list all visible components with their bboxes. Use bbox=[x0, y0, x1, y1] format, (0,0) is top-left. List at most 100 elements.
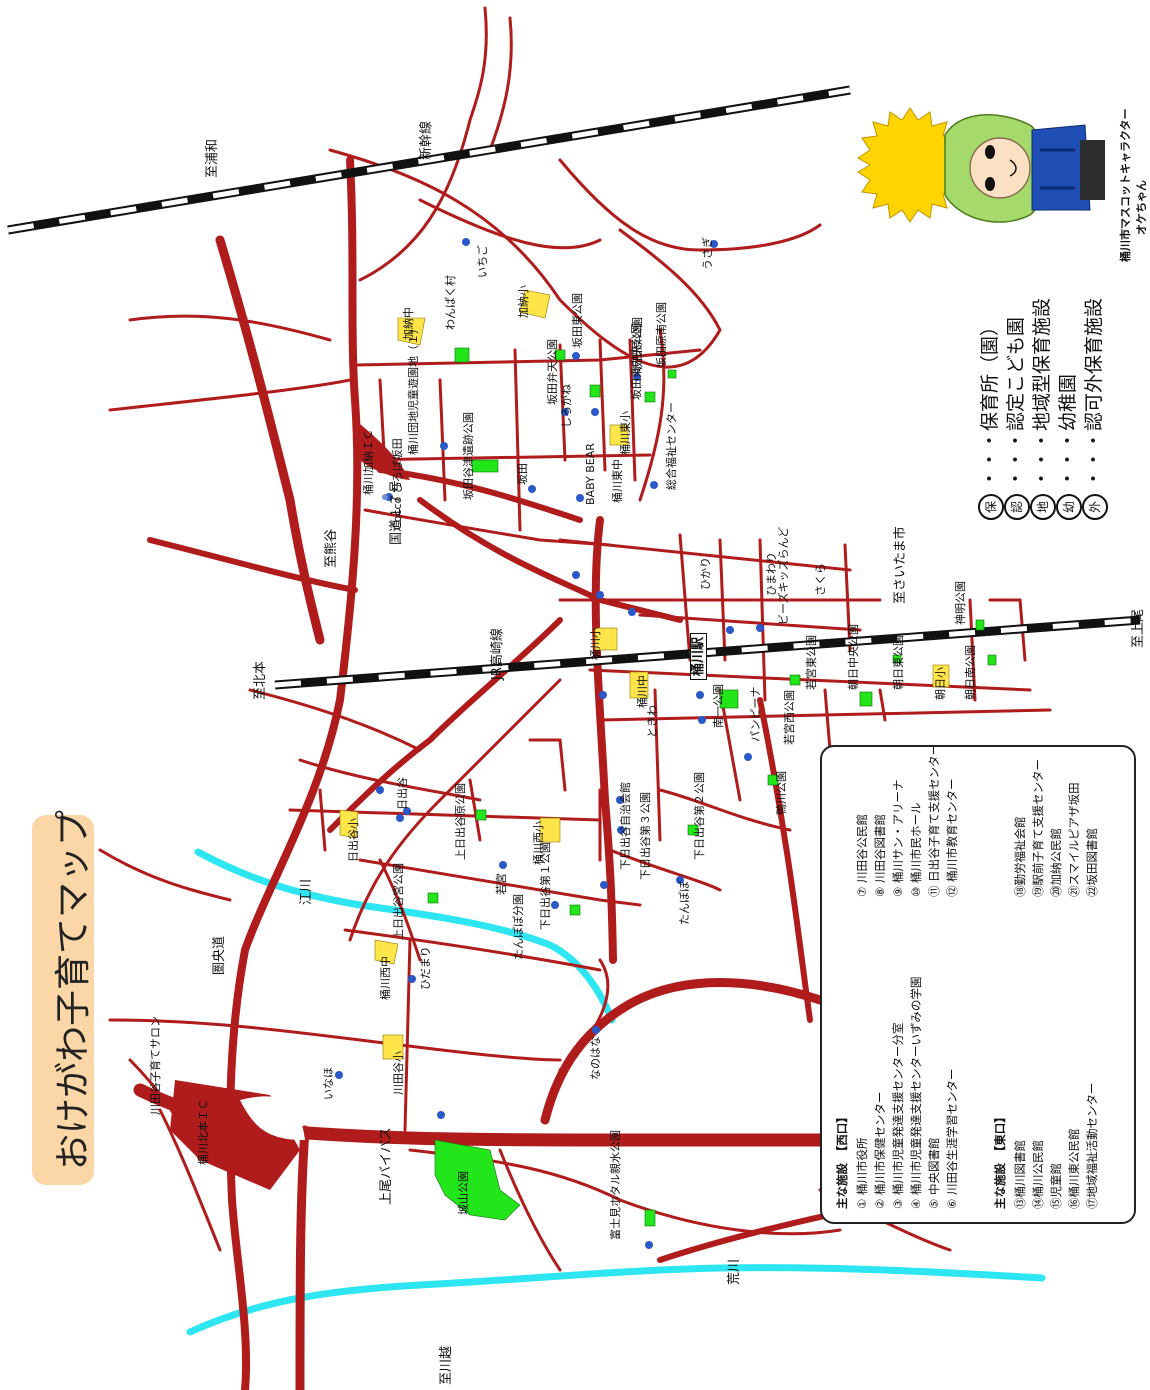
facility-list-item: ⑯桶川東公民館 bbox=[1067, 1128, 1081, 1210]
facility-label: 坂田谷津遺跡公園 bbox=[462, 412, 475, 500]
mascot-caption-name: オケちゃん bbox=[1135, 180, 1148, 235]
facility-label: 桶川東小 bbox=[619, 411, 632, 455]
legend-item-kindergarten: 幼・・・幼稚園 bbox=[1053, 374, 1082, 520]
facility-label: 坂田東公園 bbox=[571, 293, 584, 348]
facility-label: 若宮西公園 bbox=[783, 690, 796, 745]
east-heading: 主な施設 【東口】 bbox=[993, 1111, 1007, 1209]
facility-label: ビーズキッズらんど bbox=[777, 526, 790, 625]
legend-text: ・・・保育所（園） bbox=[979, 316, 1001, 488]
facility-label: ひまわり bbox=[765, 552, 778, 596]
takasaki-line-label: JR高崎線 bbox=[490, 628, 505, 680]
facility-label: 上日出谷原公園 bbox=[454, 783, 467, 860]
legend-item-community: 地・・・地域型保育施設 bbox=[1027, 298, 1056, 520]
legend-item-nursery: 保・・・保育所（園） bbox=[975, 317, 1004, 520]
direction-saitama: 至さいたま市 bbox=[893, 526, 908, 604]
legend-symbol: 地 bbox=[1029, 494, 1056, 520]
facility-label: 桶川団地児童遊園地（１） bbox=[407, 323, 420, 455]
direction-ageo: 至上尾 bbox=[1131, 608, 1146, 648]
interchanges bbox=[170, 420, 410, 1190]
facility-label: 南一公園 bbox=[712, 684, 725, 728]
facility-list-item: ⑤ 中央図書館 bbox=[927, 1137, 941, 1209]
facility-list-item: ⑧ 川田谷図書館 bbox=[873, 814, 887, 897]
legend-item-unlicensed: 外 ・・・認可外保育施設 bbox=[1079, 298, 1108, 520]
facility-label: 桶川小 bbox=[589, 627, 602, 660]
facility-label: 下日出谷第２公園 bbox=[693, 772, 706, 860]
facility-label: さくら bbox=[814, 563, 827, 596]
ageo-bypass-label: 上尾バイパス bbox=[379, 1127, 394, 1205]
ageo-bypass-road bbox=[295, 978, 825, 1390]
direction-urawa: 至浦和 bbox=[205, 138, 220, 178]
legend-item-kodomoen: 認・・・認定こども園 bbox=[1001, 317, 1030, 520]
facility-list-item: ⑥ 川田谷生涯学習センター bbox=[945, 1068, 959, 1209]
facility-label: 坂田原南公園 bbox=[655, 302, 668, 368]
facility-label: うさぎ bbox=[701, 237, 714, 270]
facility-list-item: ⑫ 桶川市教育センター bbox=[945, 778, 959, 897]
legend-symbol: 外 bbox=[1081, 494, 1108, 520]
facility-list-item: ⑩ 桶川市民ホール bbox=[909, 802, 923, 897]
kitamoto-ic-label: 桶川北本ＩＣ bbox=[197, 1099, 210, 1165]
title-background bbox=[32, 815, 94, 1185]
parks bbox=[427, 347, 997, 1227]
facility-list-item: ⑨ 桶川サン・アリーナ bbox=[891, 779, 905, 897]
facility-label: 若宮東公園 bbox=[805, 635, 818, 690]
facility-label: パンピーナ bbox=[749, 686, 762, 742]
shiroyama-park bbox=[434, 1139, 521, 1221]
facility-label: 坂田 bbox=[516, 463, 529, 485]
egawa-label: 江川 bbox=[299, 878, 314, 905]
facility-label: いなほ bbox=[322, 1067, 335, 1100]
main-roads bbox=[133, 156, 953, 1390]
facility-list-item: ㉒坂田図書館 bbox=[1085, 828, 1099, 897]
facility-list-item: ③ 桶川市児童発達支援センター分室 bbox=[891, 1022, 905, 1209]
west-heading: 主な施設 【西口】 bbox=[835, 1111, 849, 1209]
mascot-illustration bbox=[857, 107, 1105, 223]
facility-label: ときわ bbox=[646, 705, 659, 738]
direction-kumagaya: 至熊谷 bbox=[324, 528, 339, 568]
facility-label: わんぱく村 bbox=[444, 275, 457, 330]
facility-label: 朝日小 bbox=[934, 667, 947, 700]
okegawa-station-label: 桶川駅 bbox=[690, 632, 707, 680]
mascot-caption-title: 桶川市マスコットキャラクター bbox=[1119, 108, 1132, 262]
direction-kawagoe: 至川越 bbox=[439, 1345, 454, 1385]
facility-list-item: ② 桶川市保健センター bbox=[873, 1091, 887, 1209]
facility-label: 桶川中 bbox=[636, 675, 649, 708]
arakawa-label: 荒川 bbox=[727, 1258, 742, 1285]
facility-label: 川田谷子育てサロン bbox=[149, 1016, 162, 1115]
facility-label: 加納小 bbox=[517, 285, 530, 318]
facility-label: 坂田原公園 bbox=[631, 317, 644, 372]
legend-symbol: 幼 bbox=[1055, 494, 1082, 520]
facility-label: 上日出谷宮公園 bbox=[392, 863, 405, 940]
facility-list-item: ⑰地域福祉活動センター bbox=[1085, 1082, 1099, 1210]
railways bbox=[7, 85, 1141, 690]
facility-label: 坂田弁天公園 bbox=[546, 339, 559, 405]
facility-label: いちご bbox=[476, 245, 489, 278]
shinkansen-label: 新幹線 bbox=[419, 120, 434, 160]
facility-label: 川田谷小 bbox=[392, 1051, 405, 1095]
page-title: おけがわ子育てマップ bbox=[53, 809, 94, 1170]
facility-label: 総合福祉センター bbox=[665, 402, 678, 490]
facility-label: ひだまり bbox=[419, 946, 432, 990]
facility-label: しろがね bbox=[560, 384, 573, 428]
facility-label: 下日出谷第３公園 bbox=[639, 792, 652, 880]
facility-label: 朝日中央公園 bbox=[847, 624, 860, 690]
kenou-label: 圏央道 bbox=[212, 935, 227, 975]
route17-road bbox=[226, 156, 362, 1390]
legend-text: ・・・認定こども園 bbox=[1005, 316, 1027, 488]
facility-dots bbox=[335, 238, 764, 1249]
facility-list-item: ⑬桶川図書館 bbox=[1013, 1140, 1027, 1209]
facility-label: たんぽぽ bbox=[678, 881, 691, 925]
main-facilities-box: 主な施設 【西口】 ① 桶川市役所 ② 桶川市保健センター ③ 桶川市児童発達支… bbox=[820, 744, 1136, 1224]
facility-list-item: ① 桶川市役所 bbox=[855, 1137, 869, 1209]
facility-label: 桶川東中 bbox=[611, 459, 624, 503]
facility-list-item: ⑭桶川公民館 bbox=[1031, 1140, 1045, 1209]
facility-label: 富士見ホタル親水公園 bbox=[609, 1130, 622, 1240]
facility-label: 朝日南公園 bbox=[964, 645, 977, 700]
facility-label: 下日出谷自治会館 bbox=[619, 782, 632, 870]
legend-text: ・・・幼稚園 bbox=[1057, 373, 1079, 488]
facility-label: なのはな bbox=[589, 1036, 602, 1080]
facility-label: Cocco ひろば坂田 bbox=[391, 438, 404, 530]
facility-list-item: ㉑スマイルピアザ坂田 bbox=[1067, 782, 1081, 897]
facility-label: 日出谷小 bbox=[347, 818, 360, 862]
legend-text: ・・・認可外保育施設 bbox=[1083, 297, 1105, 488]
facility-list-item: ⑲駅前子育て支援センター bbox=[1031, 759, 1045, 897]
